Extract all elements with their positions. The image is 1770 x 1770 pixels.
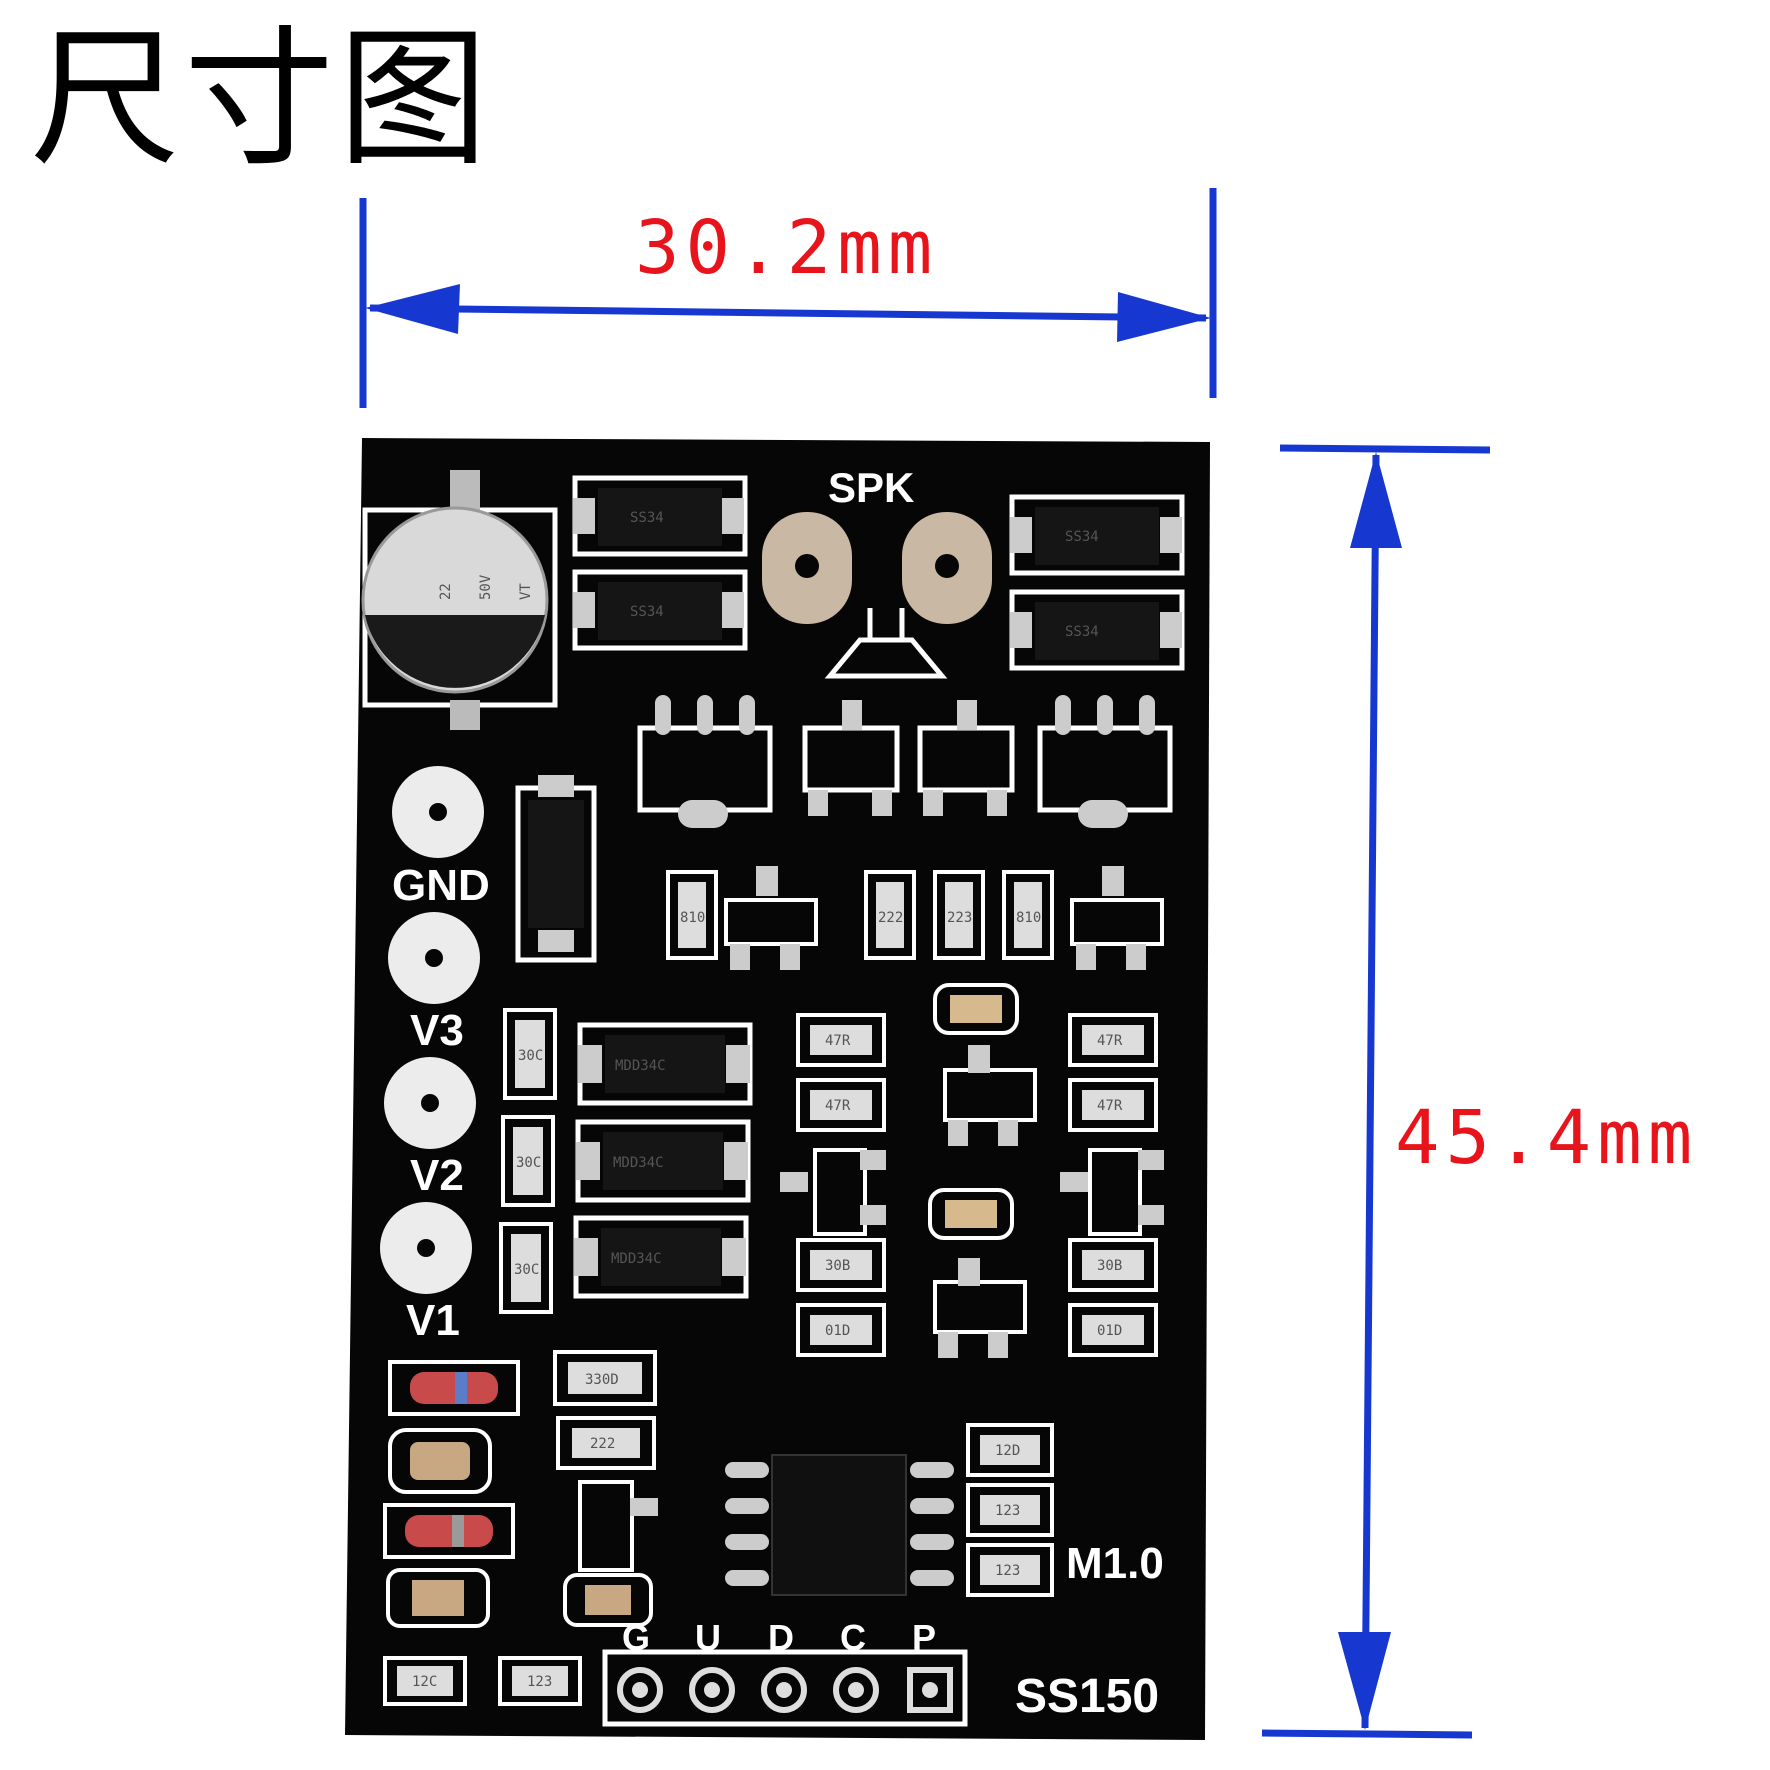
resistor-mark: 222 (878, 910, 903, 926)
resistor-mark: 30B (825, 1258, 850, 1274)
height-dimension-label: 45.4mm (1395, 1095, 1699, 1181)
page-title: 尺寸图 (30, 13, 493, 187)
component-column-right: 47R 47R 30B 01D (1060, 1013, 1164, 1357)
resistor-mark: 330D (585, 1372, 619, 1388)
diode-mark: SS34 (630, 510, 664, 526)
resistor-mark: 123 (527, 1674, 552, 1690)
diode-mark: SS34 (1065, 529, 1099, 545)
capacitor-label-2: 50V (478, 574, 494, 600)
model-label: SS150 (1015, 1670, 1159, 1723)
speaker-terminal: SPK (762, 464, 992, 679)
height-bottom-extension-line (1261, 1729, 1473, 1739)
electrolytic-capacitor: 22 50V VT (361, 470, 558, 730)
width-arrow-right-icon (1117, 292, 1211, 342)
width-dimension-label: 30.2mm (635, 205, 939, 291)
diode-mark: SS34 (630, 604, 664, 620)
diode-mark: SS34 (1065, 624, 1099, 640)
resistor-mark: 123 (995, 1563, 1020, 1579)
resistor-mark: 30C (514, 1262, 539, 1278)
resistor-mark: 47R (825, 1033, 851, 1049)
resistor-mark: 810 (680, 910, 705, 926)
version-label: M1.0 (1066, 1539, 1164, 1588)
speaker-hole-icon (935, 554, 959, 578)
resistor-mark: 12C (412, 1674, 437, 1690)
resistor-mark: 123 (995, 1503, 1020, 1519)
height-arrow-down-icon (1338, 1632, 1391, 1730)
resistor-mark: 47R (1097, 1033, 1123, 1049)
pad-label-v1: V1 (406, 1296, 460, 1345)
diode-mark: MDD34C (615, 1058, 666, 1074)
width-dimension (359, 188, 1217, 408)
diode-mark: MDD34C (613, 1155, 664, 1171)
width-arrow-left-icon (365, 284, 460, 334)
spk-label: SPK (828, 464, 914, 511)
pcb-board: 22 50V VT SS34 SS34 SS34 (345, 438, 1210, 1740)
diode-group-middle: MDD34C MDD34C MDD34C (573, 1022, 753, 1299)
diode-group-top-right: SS34 SS34 (1009, 494, 1185, 671)
speaker-symbol-icon (824, 608, 948, 679)
resistor-mark: 222 (590, 1436, 615, 1452)
bottom-resistors: 12C 123 (383, 1656, 582, 1706)
pin-header: G U D C P SS150 (602, 1617, 1159, 1727)
resistor-mark: 47R (1097, 1098, 1123, 1114)
pad-label-v3: V3 (410, 1006, 464, 1055)
resistor-mark: 12D (995, 1443, 1020, 1459)
resistor-mark: 30B (1097, 1258, 1122, 1274)
speaker-hole-icon (795, 554, 819, 578)
resistor-mark: 01D (1097, 1323, 1122, 1339)
resistor-mark: 30C (518, 1048, 543, 1064)
right-resistor-stack: 12D 123 123 M1.0 (966, 1423, 1164, 1597)
height-arrow-up-icon (1350, 452, 1402, 548)
resistor-mark: 223 (947, 910, 972, 926)
height-dimension-line (1361, 454, 1380, 1729)
component-column-center: 47R 47R 30B 01D (780, 1013, 886, 1357)
lower-left-components: 330D 222 (383, 1350, 658, 1628)
height-top-extension-line (1279, 444, 1491, 454)
resistor-column-left: 30C 30C 30C (499, 1008, 557, 1314)
resistor-mark: 01D (825, 1323, 850, 1339)
ic-chip (725, 1454, 954, 1596)
diode-mark: MDD34C (611, 1251, 662, 1267)
input-pads: GND V3 V2 V1 (380, 766, 490, 1345)
resistor-row-upper: 810 222 223 810 (666, 866, 1164, 970)
diode-group-top-left: SS34 SS34 (572, 475, 748, 651)
diode-vertical (515, 775, 597, 963)
resistor-mark: 810 (1016, 910, 1041, 926)
capacitor-label-1: 22 (438, 583, 454, 600)
width-dimension-line (369, 304, 1207, 322)
board-body (345, 438, 1210, 1740)
pad-label-gnd: GND (392, 861, 490, 910)
middle-capacitor-transistor (928, 983, 1037, 1358)
capacitor-label-3: VT (518, 583, 534, 600)
resistor-mark: 47R (825, 1098, 851, 1114)
transistor-row (637, 695, 1173, 828)
resistor-mark: 30C (516, 1155, 541, 1171)
height-dimension (1261, 444, 1491, 1739)
pad-label-v2: V2 (410, 1151, 464, 1200)
